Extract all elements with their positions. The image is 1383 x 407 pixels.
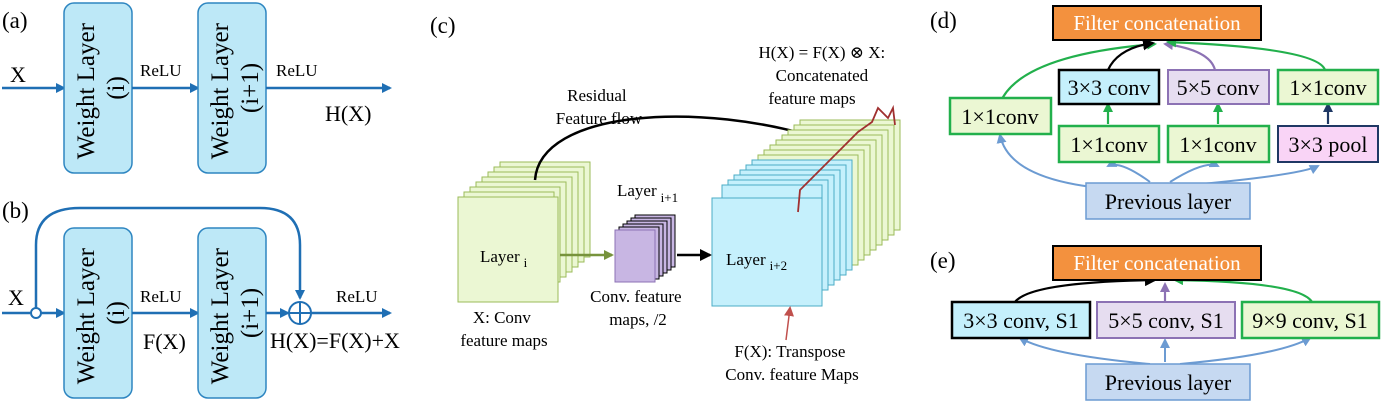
c-residual-label: Residual Feature flow xyxy=(556,86,643,128)
panel-b: (b) X Weight Layer (i) ReLU F(X) Weight … xyxy=(2,198,400,399)
panel-e: (e) Filter concatenation 3×3 conv, S1 5×… xyxy=(930,245,1381,401)
e-previous-layer-label: Previous layer xyxy=(1105,370,1232,395)
e-5x5-conv-box xyxy=(1096,301,1236,339)
d-right-1x1-box xyxy=(1276,68,1380,106)
b-output-label: H(X)=F(X)+X xyxy=(270,328,400,353)
d-previous-layer-box xyxy=(1085,182,1251,220)
e-5x5-conv-label: 5×5 conv, S1 xyxy=(1108,308,1223,333)
b-fx-label: F(X) xyxy=(143,329,186,354)
d-5x5-conv-label: 5×5 conv xyxy=(1177,75,1260,100)
panel-a: (a) X Weight Layer (i) ReLU Weight Layer… xyxy=(2,2,392,174)
d-bottom-1x1-label-2: 1×1conv xyxy=(1179,132,1256,157)
e-filter-concat-box xyxy=(1052,245,1262,281)
c-fx-pointer xyxy=(784,306,794,341)
a-relu-2: ReLU xyxy=(276,61,318,80)
e-previous-layer-box xyxy=(1085,363,1251,401)
d-3x3-pool-label: 3×3 pool xyxy=(1288,132,1367,157)
d-prev-to-b1 xyxy=(1106,157,1151,183)
panel-b-label: (b) xyxy=(2,198,29,223)
e-9x9-conv-box xyxy=(1240,300,1381,340)
d-connector-1x1-right xyxy=(1166,37,1327,71)
d-bottom-1x1-label-1: 1×1conv xyxy=(1070,132,1147,157)
d-3x3-conv-box xyxy=(1057,68,1161,106)
d-prev-to-b2 xyxy=(1169,158,1220,183)
c-concat-title: H(X) = F(X) ⊗ X: Concatenated feature ma… xyxy=(758,43,889,108)
panel-d-label: (d) xyxy=(930,8,957,33)
e-connector-9x9 xyxy=(1173,275,1313,303)
panel-d: (d) Filter concatenation 1×1conv 3×3 con… xyxy=(930,5,1380,220)
c-x-caption: X: Conv feature maps xyxy=(460,308,547,350)
panel-a-label: (a) xyxy=(2,8,28,33)
b-branch-node xyxy=(30,307,42,319)
c-conv-caption: Conv. feature maps, /2 xyxy=(590,287,686,329)
c-brace-line xyxy=(797,104,896,213)
a-relu-1: ReLU xyxy=(140,61,182,80)
a-weight-layer-1-label: Weight Layer (i) xyxy=(73,17,130,159)
e-3x3-conv-label: 3×3 conv, S1 xyxy=(963,308,1078,333)
e-prev-to-9x9 xyxy=(1179,337,1312,365)
a-output-label: H(X) xyxy=(325,101,371,126)
b-relu-2: ReLU xyxy=(336,287,378,306)
b-input-label: X xyxy=(8,285,24,310)
d-left-1x1-label: 1×1conv xyxy=(961,104,1038,129)
b-skip-connection xyxy=(34,206,305,308)
a-input-label: X xyxy=(10,62,26,87)
d-right-1x1-label: 1×1conv xyxy=(1289,75,1366,100)
c-concat-stack xyxy=(711,119,901,307)
e-connector-3x3 xyxy=(1014,274,1157,303)
b-sum-node xyxy=(288,301,312,325)
panel-c-label: (c) xyxy=(430,13,456,38)
d-3x3-conv-label: 3×3 conv xyxy=(1068,75,1151,100)
d-connector-left xyxy=(998,39,1157,104)
d-bottom-1x1-box-1 xyxy=(1057,124,1161,164)
d-connector-3x3 xyxy=(1106,38,1155,71)
e-filter-concat-label: Filter concatenation xyxy=(1073,251,1241,275)
d-left-1x1-box xyxy=(948,96,1053,136)
panel-e-label: (e) xyxy=(930,248,956,273)
c-fx-caption: F(X): Transpose Conv. feature Maps xyxy=(725,342,858,384)
d-bottom-1x1-box-2 xyxy=(1166,124,1271,164)
d-connector-5x5 xyxy=(1163,40,1217,71)
c-residual-arrow xyxy=(533,115,827,181)
b-weight-layer-1-label: Weight Layer (i) xyxy=(73,242,130,384)
d-prev-to-pool xyxy=(1189,165,1320,186)
e-prev-to-3x3 xyxy=(1018,337,1151,365)
d-filter-concat-box xyxy=(1052,5,1262,41)
d-filter-concat-label: Filter concatenation xyxy=(1073,11,1241,35)
c-layer-i-stack xyxy=(457,161,591,303)
e-3x3-conv-box xyxy=(950,300,1092,340)
a-weight-layer-2-label: Weight Layer (i+1) xyxy=(207,17,264,159)
d-5x5-conv-box xyxy=(1167,69,1270,105)
c-layer-i1-stack xyxy=(614,214,676,283)
d-previous-layer-label: Previous layer xyxy=(1105,189,1232,214)
e-9x9-conv-label: 9×9 conv, S1 xyxy=(1252,308,1367,333)
b-weight-layer-2-label: Weight Layer (i+1) xyxy=(207,242,264,384)
b-relu-1: ReLU xyxy=(140,287,182,306)
d-3x3-pool-box xyxy=(1277,125,1379,163)
